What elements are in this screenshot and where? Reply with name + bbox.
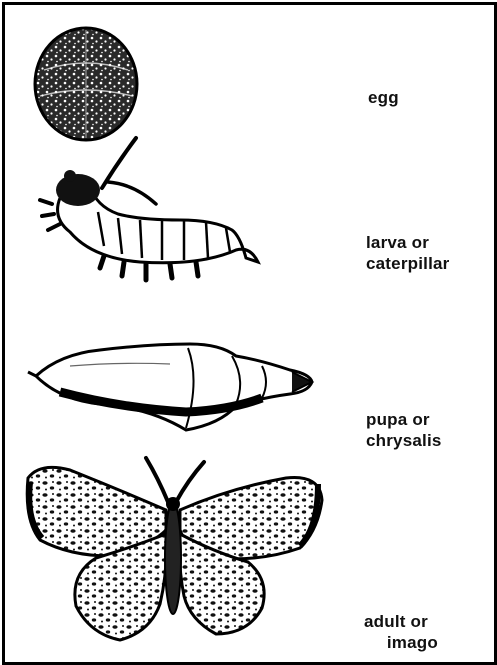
butterfly-illustration <box>27 458 322 640</box>
stage-label-egg: egg <box>368 87 399 108</box>
stage-label-larva: larva or caterpillar <box>366 232 449 274</box>
caterpillar-illustration <box>40 138 258 280</box>
chrysalis-illustration <box>28 344 312 430</box>
stage-label-pupa: pupa or chrysalis <box>366 409 442 451</box>
stage-label-line: pupa or <box>366 409 442 430</box>
egg-illustration <box>35 28 137 140</box>
stage-label-line: adult or <box>364 611 428 632</box>
stage-label-line: imago <box>364 632 438 653</box>
stage-label-line: larva or <box>366 232 449 253</box>
stage-label-adult: adult or imago <box>364 611 428 653</box>
stage-label-line: caterpillar <box>366 253 449 274</box>
stage-label-line: egg <box>368 87 399 108</box>
stage-label-line: chrysalis <box>366 430 442 451</box>
